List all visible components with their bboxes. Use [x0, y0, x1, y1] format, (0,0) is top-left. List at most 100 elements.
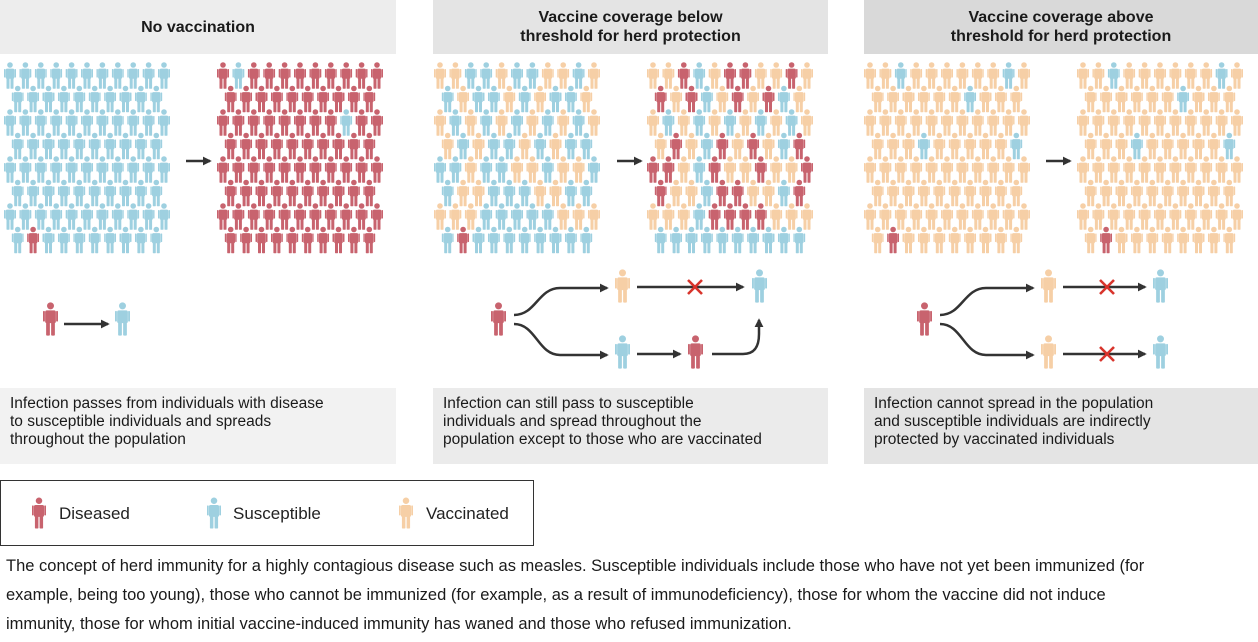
diseased-person-icon — [278, 109, 291, 136]
diseased-person-icon — [324, 203, 337, 230]
vaccinated-person-icon — [887, 85, 900, 113]
susceptible-person-icon — [480, 203, 493, 230]
diseased-person-icon — [371, 62, 383, 89]
vaccinated-person-icon — [894, 203, 907, 230]
vaccinated-person-icon — [677, 109, 690, 136]
susceptible-person-icon — [700, 132, 713, 160]
vaccinated-person-icon — [724, 156, 736, 183]
vaccinated-person-icon — [964, 132, 977, 160]
susceptible-person-icon — [11, 179, 24, 207]
vaccinated-person-icon — [1207, 179, 1220, 207]
diseased-person-icon — [255, 85, 268, 113]
diseased-person-icon — [371, 203, 383, 230]
susceptible-person-icon — [464, 62, 477, 89]
vaccinated-person-icon — [948, 132, 961, 160]
diseased-person-icon — [278, 62, 291, 89]
vaccinated-person-icon — [1184, 203, 1197, 230]
susceptible-person-icon — [57, 85, 70, 113]
susceptible-person-icon — [88, 179, 101, 207]
vaccinated-person-icon — [1192, 226, 1205, 254]
susceptible-person-icon — [693, 62, 706, 89]
susceptible-person-icon — [480, 109, 493, 136]
susceptible-person-icon — [119, 85, 132, 113]
panel-description-no-vaccination: Infection passes from individuals with d… — [0, 388, 396, 464]
diseased-person-icon — [247, 203, 260, 230]
vaccinated-person-icon — [1223, 85, 1236, 113]
susceptible-person-icon — [19, 156, 32, 183]
susceptible-person-icon — [104, 179, 117, 207]
vaccinated-person-icon — [518, 132, 531, 160]
vaccinated-person-icon — [541, 62, 554, 89]
vaccinated-person-icon — [801, 109, 813, 136]
diseased-person-icon — [685, 85, 698, 113]
diseased-person-icon — [654, 179, 667, 207]
diseased-person-icon — [716, 179, 729, 207]
vaccinated-person-icon — [1154, 62, 1166, 89]
susceptible-person-icon — [158, 203, 170, 230]
susceptible-person-icon — [441, 179, 454, 207]
diseased-person-icon — [754, 203, 767, 230]
vaccinated-person-icon — [434, 109, 446, 136]
vaccinated-person-icon — [871, 179, 884, 207]
vaccinated-person-icon — [894, 109, 907, 136]
vaccinated-person-icon — [557, 62, 570, 89]
vaccinated-person-icon — [770, 156, 783, 183]
susceptible-person-icon — [73, 132, 86, 160]
diseased-person-icon — [294, 62, 306, 89]
vaccinated-person-icon — [1092, 62, 1105, 89]
susceptible-person-icon — [57, 226, 70, 254]
vaccinated-person-icon — [534, 179, 547, 207]
vaccinated-person-icon — [464, 109, 477, 136]
vaccinated-person-icon — [902, 179, 915, 207]
vaccinated-person-icon — [685, 132, 698, 160]
susceptible-person-icon — [747, 226, 760, 254]
susceptible-person-icon — [57, 132, 70, 160]
vaccinated-person-icon — [1115, 226, 1128, 254]
diseased-person-icon — [301, 226, 314, 254]
vaccinated-person-icon — [1107, 203, 1120, 230]
vaccinated-person-icon — [902, 132, 915, 160]
susceptible-person-icon — [564, 226, 577, 254]
susceptible-person-icon — [572, 62, 585, 89]
vaccinated-person-icon — [1223, 226, 1236, 254]
vaccinated-person-icon — [948, 85, 961, 113]
vaccinated-person-icon — [979, 85, 992, 113]
vaccinated-person-icon — [933, 132, 946, 160]
vaccinated-person-icon — [971, 62, 984, 89]
vaccinated-person-icon — [747, 179, 760, 207]
vaccinated-person-icon — [941, 203, 953, 230]
vaccinated-person-icon — [1223, 179, 1236, 207]
legend: Diseased Susceptible Vaccinated — [0, 480, 534, 546]
susceptible-person-icon — [11, 85, 24, 113]
susceptible-person-icon — [685, 226, 698, 254]
vaccinated-person-icon — [1207, 226, 1220, 254]
susceptible-person-icon — [518, 179, 531, 207]
susceptible-person-icon — [142, 156, 155, 183]
vaccinated-person-icon — [434, 203, 446, 230]
vaccinated-person-icon — [1107, 109, 1120, 136]
diseased-person-icon — [217, 156, 229, 183]
vaccinated-person-icon — [495, 62, 508, 89]
vaccinated-person-icon — [708, 109, 721, 136]
diseased-person-icon — [793, 179, 806, 207]
vaccinated-person-icon — [1123, 62, 1136, 89]
vaccinated-person-icon — [1215, 203, 1228, 230]
vaccinated-person-icon — [1200, 109, 1213, 136]
vaccinated-person-icon — [956, 109, 969, 136]
vaccinated-person-icon — [739, 156, 752, 183]
vaccinated-person-icon — [1215, 156, 1228, 183]
vaccinated-person-icon — [1215, 109, 1228, 136]
diseased-person-icon — [263, 109, 276, 136]
vaccinated-person-icon — [716, 85, 729, 113]
vaccinated-person-icon — [1100, 85, 1113, 113]
susceptible-person-icon — [34, 109, 47, 136]
vaccinated-person-icon — [1169, 62, 1182, 89]
vaccinated-person-icon — [979, 179, 992, 207]
diseased-person-icon — [240, 85, 253, 113]
susceptible-person-icon — [549, 85, 562, 113]
diseased-person-icon — [27, 226, 40, 254]
vaccinated-person-icon — [1002, 203, 1015, 230]
susceptible-person-icon — [472, 226, 485, 254]
susceptible-person-icon — [134, 226, 147, 254]
vaccinated-person-icon — [1138, 203, 1151, 230]
